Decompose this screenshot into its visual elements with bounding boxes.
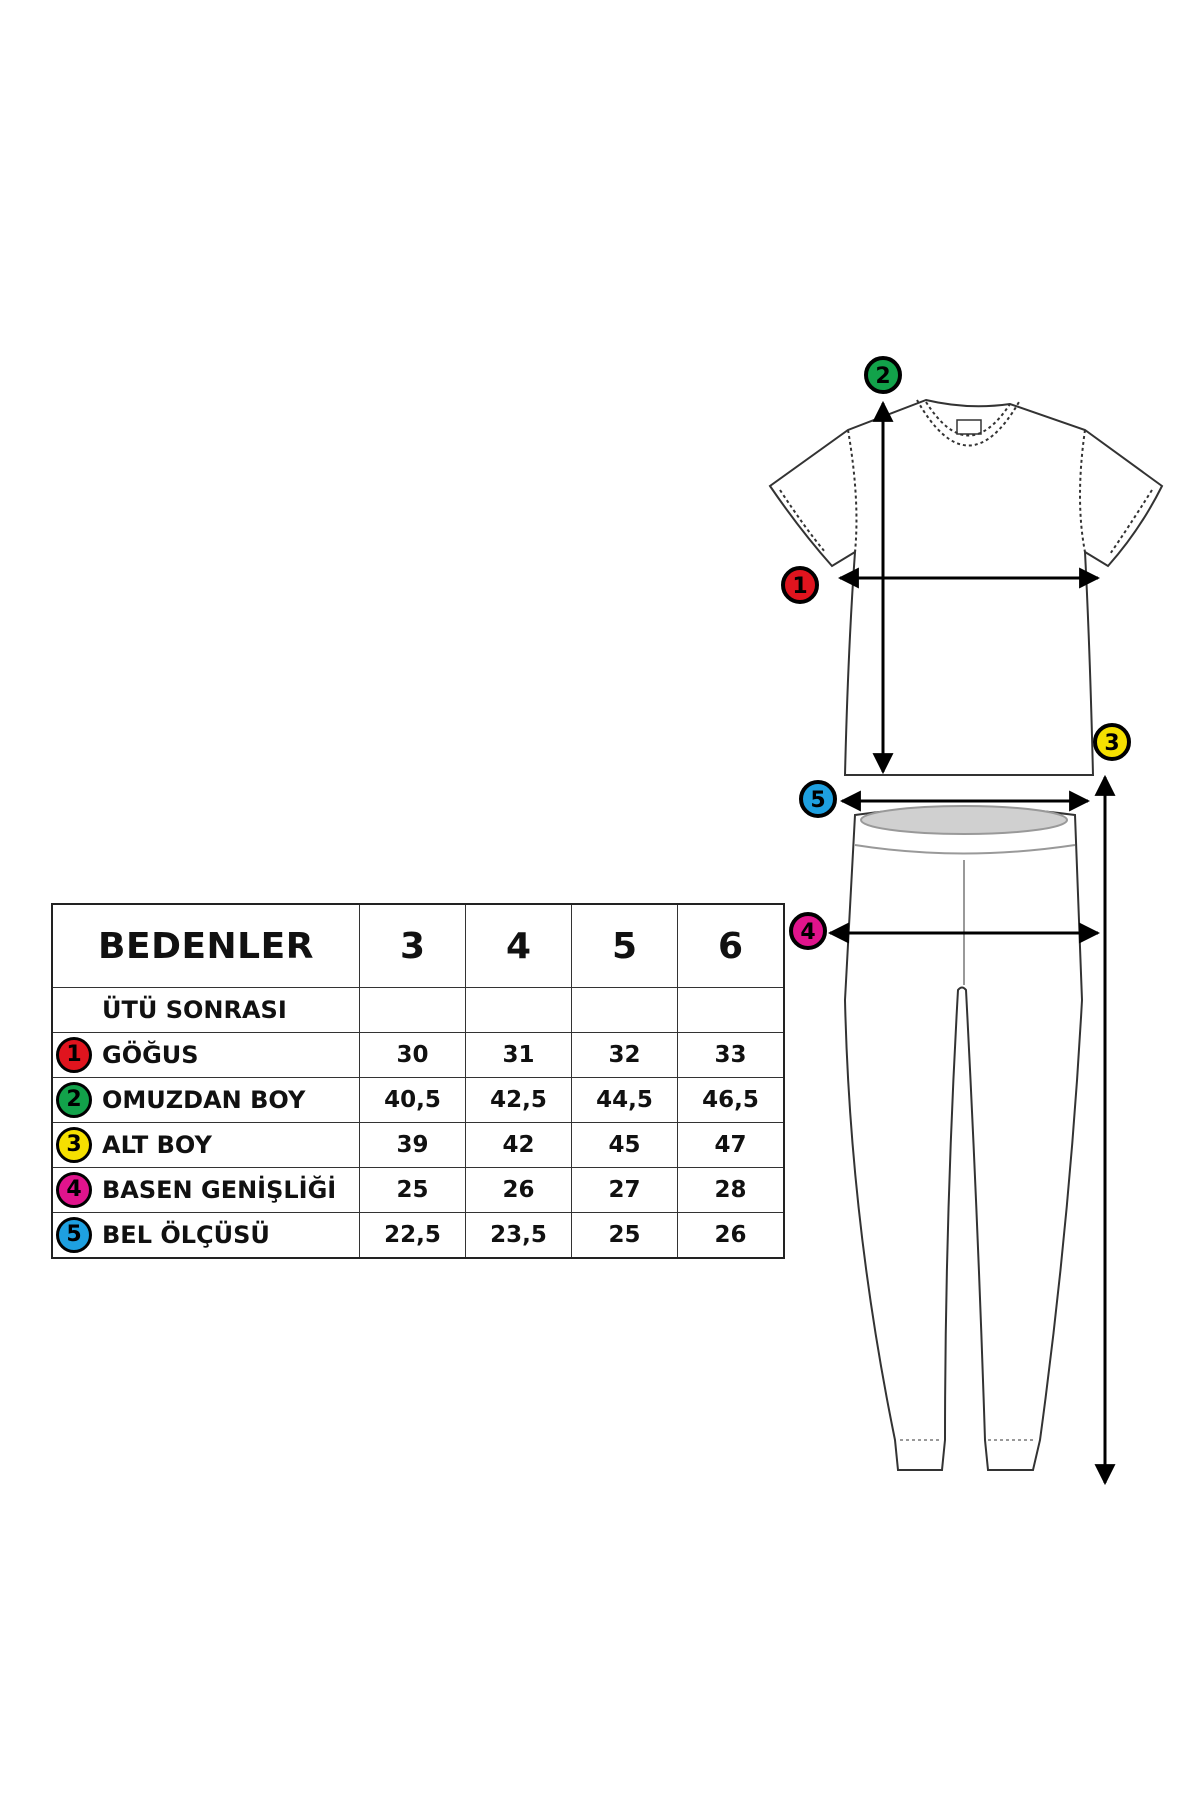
table-cell: 28	[677, 1167, 785, 1213]
table-cell: 23,5	[465, 1212, 572, 1259]
row-marker-badge: 5	[56, 1217, 92, 1253]
table-cell: 42	[465, 1122, 572, 1168]
size-header: 6	[677, 903, 785, 988]
row-label: OMUZDAN BOY	[102, 1086, 306, 1114]
table-cell: 22,5	[359, 1212, 466, 1259]
table-cell: 46,5	[677, 1077, 785, 1123]
marker-1-number: 1	[792, 574, 807, 599]
subheader-row: ÜTÜ SONRASI	[51, 987, 785, 1033]
table-row: 1 GÖĞUS 30 31 32 33	[51, 1032, 785, 1078]
table-cell: 31	[465, 1032, 572, 1078]
marker-5: 5	[799, 780, 837, 818]
size-header: 4	[465, 903, 572, 988]
table-row: 2 OMUZDAN BOY 40,5 42,5 44,5 46,5	[51, 1077, 785, 1123]
table-row: 5 BEL ÖLÇÜSÜ 22,5 23,5 25 26	[51, 1212, 785, 1259]
table-row: 3 ALT BOY 39 42 45 47	[51, 1122, 785, 1168]
table-cell: 47	[677, 1122, 785, 1168]
table-cell: 32	[571, 1032, 678, 1078]
row-marker-badge: 2	[56, 1082, 92, 1118]
table-cell: 27	[571, 1167, 678, 1213]
marker-2-number: 2	[875, 364, 890, 389]
table-cell: 39	[359, 1122, 466, 1168]
table-cell: 30	[359, 1032, 466, 1078]
marker-5-number: 5	[810, 788, 825, 813]
table-cell: 25	[571, 1212, 678, 1259]
row-label: GÖĞUS	[102, 1041, 199, 1069]
table-cell: 26	[677, 1212, 785, 1259]
measurement-arrows	[827, 400, 1116, 1486]
marker-1: 1	[781, 566, 819, 604]
row-label: ALT BOY	[102, 1131, 212, 1159]
row-label: BASEN GENİŞLİĞİ	[102, 1176, 337, 1204]
size-header: 3	[359, 903, 466, 988]
table-cell: 45	[571, 1122, 678, 1168]
size-table: BEDENLER 3 4 5 6 ÜTÜ SONRASI 1 GÖĞUS 30 …	[51, 903, 785, 1259]
table-cell: 44,5	[571, 1077, 678, 1123]
table-cell: 42,5	[465, 1077, 572, 1123]
subheader-label: ÜTÜ SONRASI	[102, 996, 287, 1024]
table-cell: 33	[677, 1032, 785, 1078]
row-marker-badge: 1	[56, 1037, 92, 1073]
row-label: BEL ÖLÇÜSÜ	[102, 1221, 270, 1249]
marker-3-number: 3	[1104, 731, 1119, 756]
marker-4: 4	[789, 912, 827, 950]
table-cell: 26	[465, 1167, 572, 1213]
table-cell: 40,5	[359, 1077, 466, 1123]
marker-4-number: 4	[800, 920, 815, 945]
marker-3: 3	[1093, 723, 1131, 761]
tshirt-illustration	[768, 398, 1164, 776]
row-marker-badge: 3	[56, 1127, 92, 1163]
size-header: 5	[571, 903, 678, 988]
table-title: BEDENLER	[51, 903, 360, 988]
marker-2: 2	[864, 356, 902, 394]
table-row: 4 BASEN GENİŞLİĞİ 25 26 27 28	[51, 1167, 785, 1213]
leggings-illustration	[843, 805, 1084, 1471]
header-row: BEDENLER 3 4 5 6	[51, 903, 785, 988]
table-cell: 25	[359, 1167, 466, 1213]
row-marker-badge: 4	[56, 1172, 92, 1208]
